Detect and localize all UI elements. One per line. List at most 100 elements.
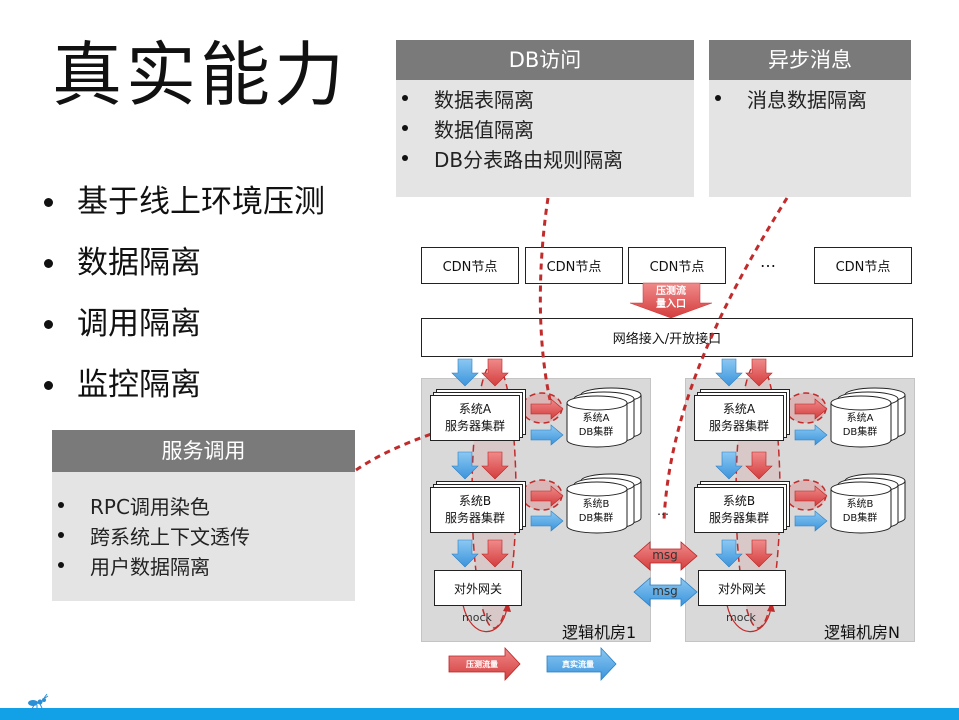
external-gateway: 对外网关 — [698, 570, 786, 606]
legend-real-arrow — [546, 646, 617, 682]
network-access-gateway: 网络接入/开放接口 — [421, 318, 913, 357]
cdn-node: CDN节点 — [814, 247, 912, 284]
cdn-ellipsis: … — [760, 252, 776, 271]
stress-traffic-arrow — [745, 451, 773, 480]
msg-arrow-stress — [633, 541, 698, 571]
cdn-node: CDN节点 — [628, 247, 726, 284]
stress-traffic-arrow — [745, 358, 773, 387]
bullet-dot-icon — [44, 259, 53, 268]
stress-traffic-arrow — [481, 539, 509, 568]
system-b-server-cluster: 系统B 服务器集群 — [694, 481, 790, 533]
service-call-panel: 服务调用 RPC调用染色 跨系统上下文透传 用户数据隔离 — [52, 430, 355, 601]
footer-bar — [0, 708, 959, 720]
real-to-db-arrow — [794, 510, 828, 532]
system-a-server-cluster: 系统A 服务器集群 — [430, 389, 526, 441]
bullet-dot-icon — [58, 502, 64, 508]
bullet-dot-icon — [715, 95, 721, 101]
panel-item: 数据值隔离 — [396, 113, 694, 143]
slide-title: 真实能力 — [52, 34, 348, 116]
stress-traffic-arrow — [481, 451, 509, 480]
stress-to-db-arrow — [794, 398, 828, 420]
bullet-dot-icon — [44, 320, 53, 329]
db-cylinder-body — [566, 489, 628, 534]
mock-loop-arrowhead — [503, 602, 511, 612]
real-to-db-arrow — [530, 510, 564, 532]
mock-loop — [726, 604, 772, 633]
system-b-server-cluster: 系统B 服务器集群 — [430, 481, 526, 533]
cdn-node: CDN节点 — [421, 247, 519, 284]
db-access-panel: DB访问 数据表隔离 数据值隔离 DB分表路由规则隔离 — [396, 40, 694, 197]
stress-to-db-arrow — [530, 485, 564, 507]
stress-entry-label: 压测流 量入口 — [656, 286, 686, 310]
bullet-dot-icon — [402, 125, 408, 131]
panel-item: 用户数据隔离 — [52, 550, 355, 580]
slide-bullet: 数据隔离 — [44, 233, 325, 294]
panel-header: 服务调用 — [52, 430, 355, 472]
system-b-db-cylinder — [830, 473, 906, 534]
legend-real-label: 真实流量 — [562, 660, 594, 669]
mock-loop — [462, 604, 508, 633]
mock-loop-arrowhead — [767, 602, 775, 612]
legend-stress-label: 压测流量 — [466, 660, 498, 669]
stress-traffic-arrow — [745, 539, 773, 568]
panel-item: 消息数据隔离 — [709, 83, 911, 113]
panel-header: DB访问 — [396, 40, 694, 80]
legend-stress-arrow — [448, 646, 521, 682]
bullet-dot-icon — [58, 532, 64, 538]
panel-item: 跨系统上下文透传 — [52, 520, 355, 550]
panel-item: DB分表路由规则隔离 — [396, 143, 694, 173]
between-rooms-ellipsis: … — [657, 504, 669, 518]
mock-label: mock — [726, 611, 756, 624]
external-gateway: 对外网关 — [434, 570, 522, 606]
db-cylinder-top — [566, 395, 628, 411]
system-b-db-cylinder — [566, 473, 642, 534]
dashed-connector-msg — [662, 197, 789, 521]
db-cylinder-body — [830, 489, 892, 534]
slide-bullet: 基于线上环境压测 — [44, 172, 325, 233]
bullet-dot-icon — [402, 95, 408, 101]
bullet-dot-icon — [44, 381, 53, 390]
db-cylinder-top — [830, 395, 892, 411]
ant-logo-icon — [28, 693, 49, 710]
real-traffic-arrow — [451, 539, 479, 568]
slide-bullet-list: 基于线上环境压测 数据隔离 调用隔离 监控隔离 — [44, 172, 325, 416]
db-cylinder-top — [566, 481, 628, 497]
msg-label-real: msg — [652, 584, 678, 598]
panel-item: 数据表隔离 — [396, 83, 694, 113]
msg-arrow-real — [633, 577, 698, 607]
real-traffic-arrow — [451, 358, 479, 387]
db-cylinder-body — [566, 403, 628, 448]
system-a-server-cluster: 系统A 服务器集群 — [694, 389, 790, 441]
stress-to-db-arrow — [530, 398, 564, 420]
slide-bullet: 调用隔离 — [44, 294, 325, 355]
room-label: 逻辑机房N — [824, 623, 900, 642]
room-label: 逻辑机房1 — [562, 623, 637, 642]
bullet-dot-icon — [44, 198, 53, 207]
system-a-db-cylinder — [830, 387, 906, 448]
slide-bullet: 监控隔离 — [44, 355, 325, 416]
real-traffic-arrow — [715, 358, 743, 387]
panel-item: RPC调用染色 — [52, 490, 355, 520]
real-traffic-arrow — [715, 451, 743, 480]
bullet-dot-icon — [402, 155, 408, 161]
real-to-db-arrow — [530, 424, 564, 446]
db-cylinder-body — [830, 403, 892, 448]
async-message-panel: 异步消息 消息数据隔离 — [709, 40, 911, 197]
bullet-dot-icon — [58, 562, 64, 568]
stress-traffic-arrow — [481, 358, 509, 387]
real-traffic-arrow — [715, 539, 743, 568]
system-a-db-cylinder — [566, 387, 642, 448]
msg-label-stress: msg — [652, 548, 678, 562]
panel-header: 异步消息 — [709, 40, 911, 80]
real-traffic-arrow — [451, 451, 479, 480]
stress-entry-arrow — [629, 282, 713, 319]
dashed-connector-db — [538, 197, 552, 401]
stress-to-db-arrow — [794, 485, 828, 507]
db-cylinder-top — [830, 481, 892, 497]
real-to-db-arrow — [794, 424, 828, 446]
mock-label: mock — [462, 611, 492, 624]
